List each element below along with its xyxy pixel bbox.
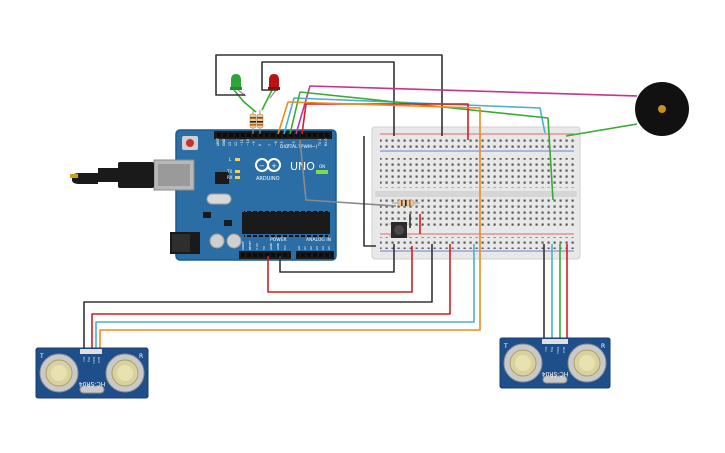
- pin-label: 12: [234, 142, 238, 146]
- pin-label: GND: [222, 138, 226, 146]
- pin-label: ~11: [240, 139, 244, 146]
- pin-label: A2: [309, 246, 313, 250]
- pin-label: A5: [327, 246, 331, 250]
- sensor-mark-r: R: [601, 343, 605, 350]
- pin-label: Vin: [283, 245, 287, 250]
- pin-label: A3: [315, 246, 319, 250]
- sensor-pin-label: Vcc: [544, 347, 548, 352]
- ultrasonic-sensor-left: T R HC-SR04 Vcc Trig Echo Gnd: [35, 347, 149, 399]
- capacitor: [226, 233, 242, 249]
- resistor-icon: [256, 110, 264, 134]
- pin-label: 8: [258, 144, 262, 146]
- led-icon: [230, 74, 242, 90]
- atmega-chip: [242, 212, 330, 234]
- led-label-l: L: [229, 157, 232, 162]
- pin-label: ~5: [280, 141, 284, 146]
- sensor-pin-label: Gnd: [97, 357, 101, 363]
- board-brand: ARDUINO: [256, 176, 280, 182]
- sensor-pin-label: Vcc: [82, 357, 86, 362]
- sensor-mark-t: T: [503, 343, 508, 350]
- power-label: POWER: [270, 237, 287, 243]
- pin-label: ~6: [274, 141, 278, 146]
- svg-text:+: +: [271, 162, 277, 170]
- arduino-uno-board: − + UNO ARDUINO DIGITAL (PWM~) POWER ANA…: [153, 129, 337, 261]
- analog-pin-labels: A0 A1 A2 A3 A4 A5: [297, 246, 331, 250]
- sensor-mark-r: R: [139, 353, 143, 360]
- sensor-model: HC-SR04: [542, 370, 569, 377]
- sensor-pin-label: Trig: [550, 346, 554, 352]
- sensor-pin-label: Trig: [87, 356, 91, 362]
- pin-label: 3.3V: [255, 242, 259, 250]
- resistor-icon: [392, 199, 420, 207]
- sensor-pin-label: Gnd: [562, 347, 566, 353]
- pin-label: 7: [268, 144, 272, 146]
- breadboard: [371, 126, 581, 260]
- ultrasonic-sensor-right: T R HC-SR04 Vcc Trig Echo Gnd: [499, 337, 611, 389]
- led-label-tx: TX: [226, 169, 232, 174]
- digital-header-label: DIGITAL (PWM~): [280, 144, 318, 150]
- on-label: ON: [319, 164, 325, 169]
- pin-label: A4: [321, 246, 325, 250]
- pin-label: 4: [286, 144, 290, 146]
- sensor-pin-label: Echo: [556, 347, 560, 354]
- crystal: [206, 193, 232, 205]
- resistor-icon: [249, 110, 257, 134]
- pin-label: ~3: [292, 141, 296, 146]
- sensor-mark-t: T: [39, 353, 44, 360]
- pin-label: A1: [303, 246, 307, 250]
- arduino-logo: − +: [255, 158, 281, 172]
- pin-label: ~9: [252, 141, 256, 146]
- pin-label: IOREF: [241, 241, 245, 250]
- led-icon: [268, 74, 280, 90]
- pin-label: RESET: [248, 240, 252, 250]
- pin-label: GND: [269, 242, 273, 250]
- pin-label: TX 1: [318, 139, 322, 147]
- sensor-pin-label: Echo: [92, 357, 96, 364]
- svg-text:−: −: [259, 162, 265, 170]
- pin-label: 5V: [262, 245, 266, 250]
- wires: [83, 54, 638, 348]
- pin-label: RX 0: [324, 139, 328, 146]
- pin-label: A0: [297, 246, 301, 250]
- pushbutton-icon: [389, 222, 409, 238]
- pin-label: 13: [228, 142, 232, 146]
- led-label-rx: RX: [227, 175, 233, 180]
- analog-label: ANALOG IN: [306, 237, 331, 243]
- buzzer-icon: [635, 82, 689, 136]
- usb-cable-icon: [70, 162, 154, 188]
- pin-label: AREF: [216, 138, 220, 146]
- sensor-model: HC-SR04: [79, 380, 106, 387]
- pin-label: GND: [276, 242, 280, 250]
- power-pin-labels: IOREF RESET 3.3V 5V GND GND Vin: [241, 240, 287, 250]
- pin-label: ~10: [246, 139, 250, 146]
- capacitor: [209, 233, 225, 249]
